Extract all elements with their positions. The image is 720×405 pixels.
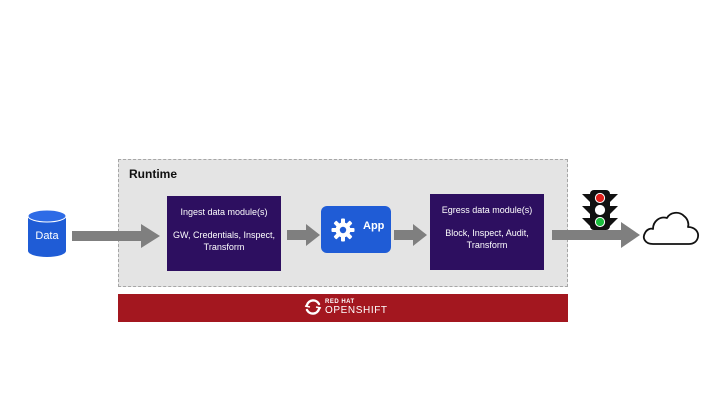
gear-icon — [331, 218, 355, 242]
ingest-title: Ingest data module(s) — [180, 207, 268, 217]
openshift-brand-bottom: OPENSHIFT — [325, 305, 388, 316]
database-icon — [27, 209, 67, 257]
app-box: App — [321, 206, 391, 253]
ingest-module: Ingest data module(s) GW, Credentials, I… — [167, 196, 281, 271]
ingest-description: GW, Credentials, Inspect, Transform — [172, 230, 276, 252]
arrow-egress-to-cloud — [552, 222, 640, 248]
openshift-brand-top: RED HAT — [325, 299, 355, 305]
egress-description: Block, Inspect, Audit, Transform — [445, 228, 529, 250]
app-label: App — [363, 220, 385, 232]
arrow-app-to-egress — [394, 224, 427, 246]
egress-module: Egress data module(s) Block, Inspect, Au… — [430, 194, 544, 270]
egress-title: Egress data module(s) — [441, 205, 533, 215]
runtime-label: Runtime — [129, 167, 177, 181]
arrow-ingest-to-app — [287, 224, 320, 246]
openshift-platform-bar — [118, 294, 568, 322]
cloud-icon — [642, 211, 700, 245]
arrow-data-to-ingest — [72, 224, 160, 248]
traffic-light-icon — [582, 190, 618, 230]
openshift-logo-icon — [304, 299, 322, 315]
data-label: Data — [35, 230, 59, 242]
